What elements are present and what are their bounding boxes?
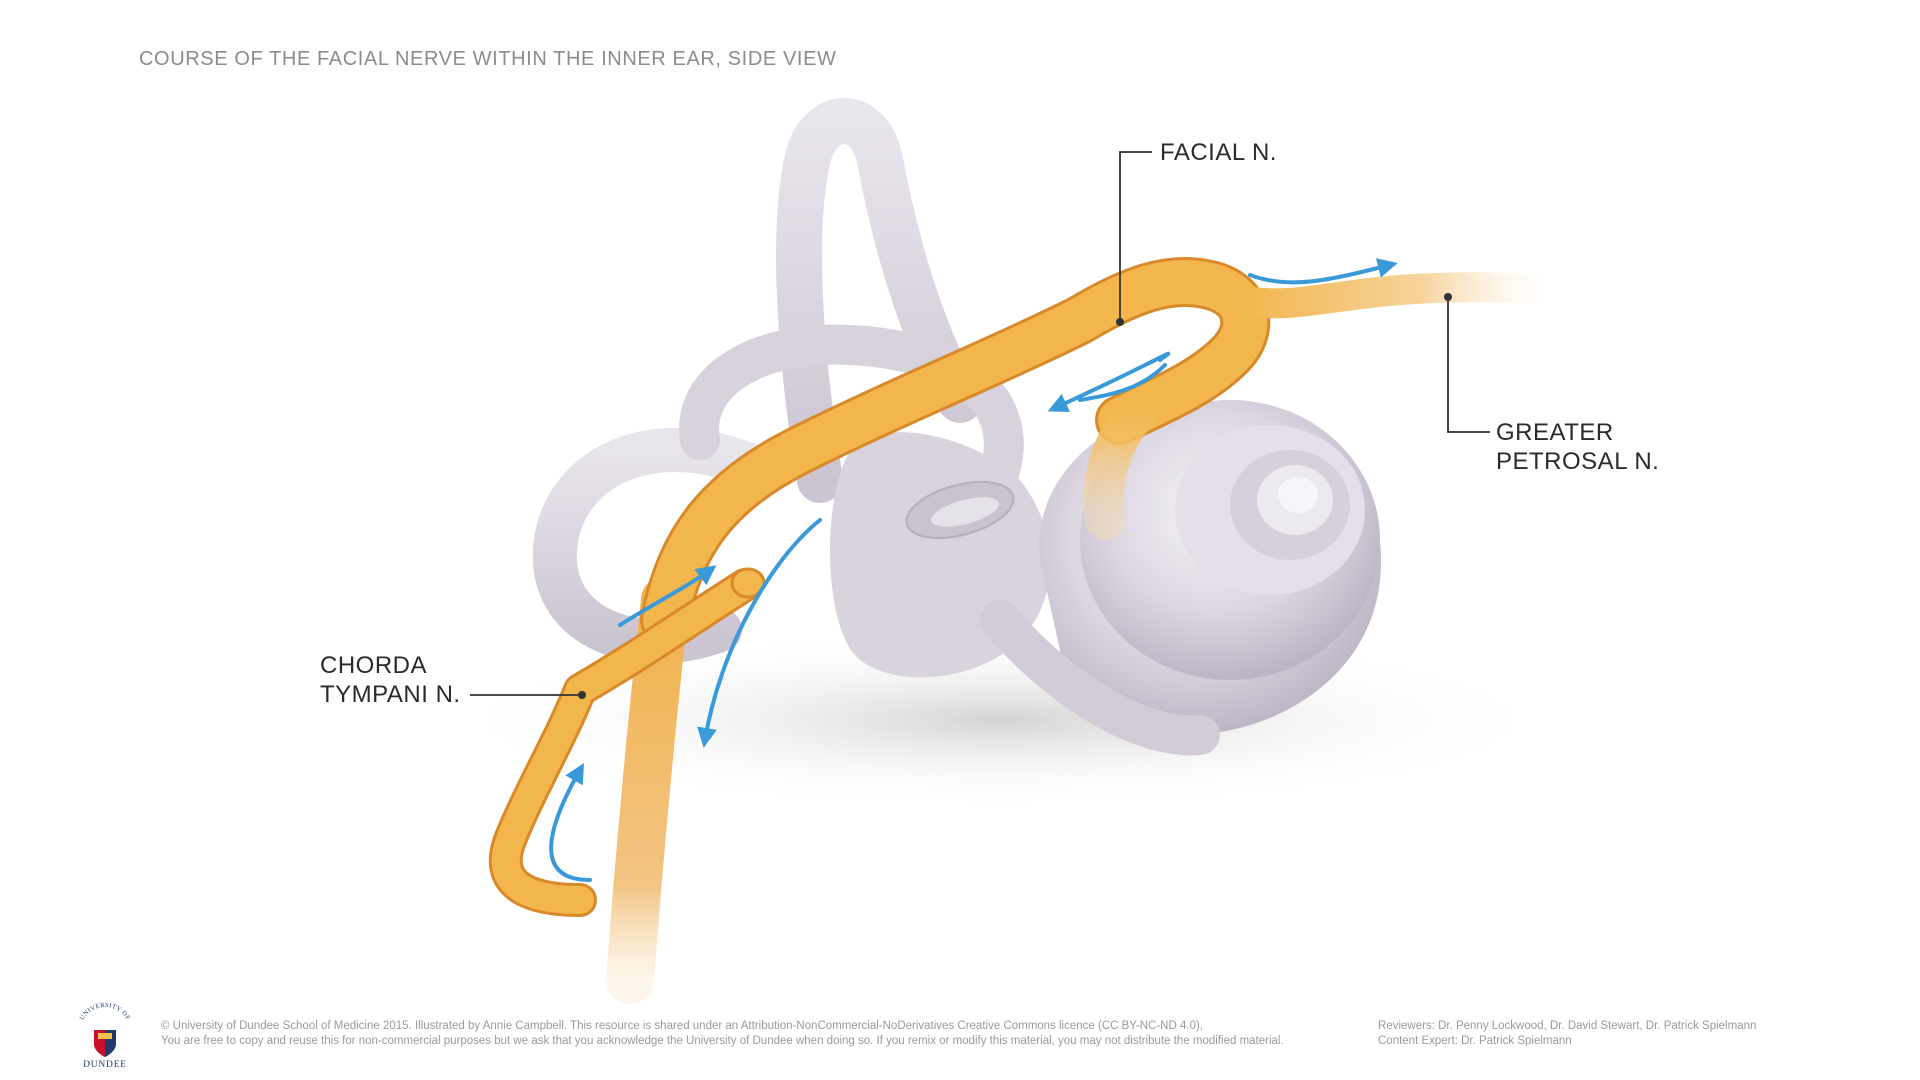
direction-arrow-icon: [1047, 351, 1171, 413]
footer-credits-text: Reviewers: Dr. Penny Lockwood, Dr. David…: [1378, 1020, 1757, 1047]
direction-arrow-icon: [697, 518, 822, 748]
diagram-title: COURSE OF THE FACIAL NERVE WITHIN THE IN…: [139, 48, 837, 70]
footer-license-text: © University of Dundee School of Medicin…: [161, 1020, 1284, 1047]
label-facial-nerve: FACIAL N.: [1160, 139, 1277, 166]
direction-arrow-icon: [1248, 258, 1398, 285]
label-leader-lines: [470, 151, 1490, 699]
greater-petrosal-nerve: [1225, 272, 1555, 319]
cochlea: [1039, 400, 1382, 736]
direction-arrow-icon: [1078, 363, 1167, 402]
signal-direction-arrows: [549, 258, 1398, 882]
svg-text:UNIVERSITY OF: UNIVERSITY OF: [79, 1002, 132, 1021]
chorda-tympani-nerve: [488, 567, 766, 917]
direction-arrow-icon: [618, 565, 717, 627]
logo-arc-text: UNIVERSITY OF: [79, 1002, 131, 1022]
facial-nerve-labyrinthine: [1083, 390, 1160, 540]
direction-arrow-icon: [549, 763, 592, 882]
logo-wordmark: DUNDEE: [83, 1060, 127, 1070]
leader-greater-petrosal: [1447, 297, 1490, 433]
university-crest-icon: UNIVERSITY OF DUNDEE: [72, 1002, 138, 1072]
label-chorda-tympani-nerve: CHORDA TYMPANI N.: [320, 652, 461, 708]
label-greater-petrosal-nerve: GREATER PETROSAL N.: [1496, 419, 1660, 475]
leader-facial: [1119, 151, 1152, 322]
